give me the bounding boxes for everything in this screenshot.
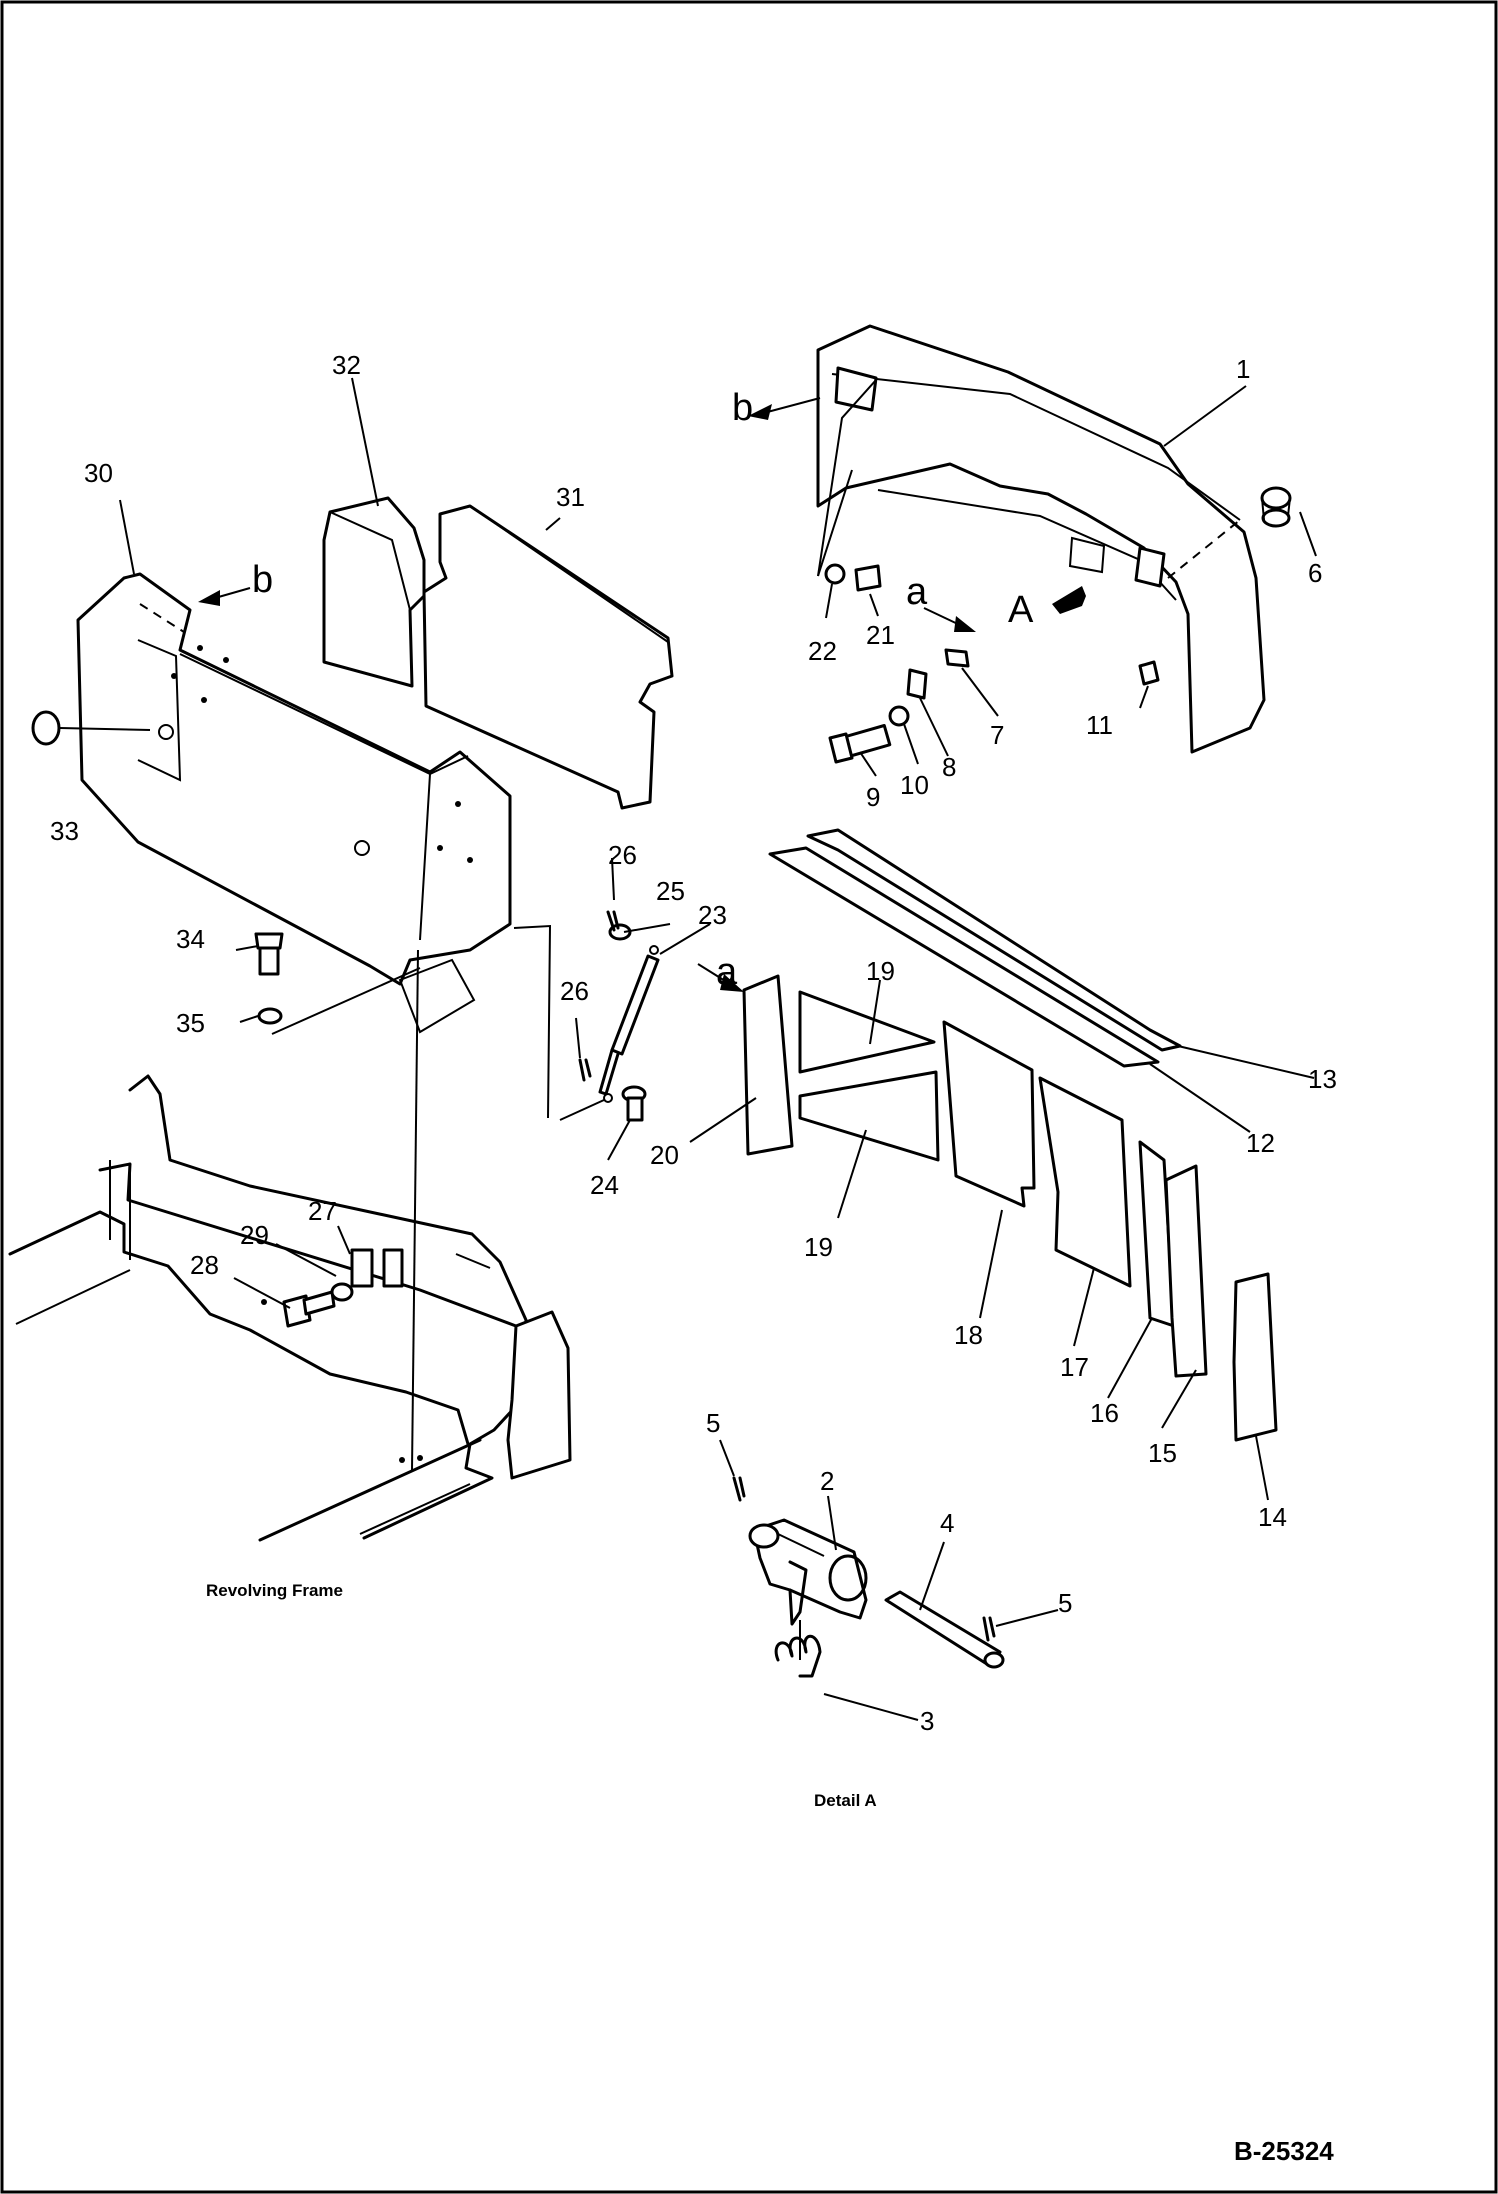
callout-10: 10 — [900, 770, 929, 800]
washer-part-22 — [824, 563, 846, 585]
drawing-code: B-25324 — [1234, 2136, 1334, 2166]
callout-labels: 1 2 3 4 5 5 6 7 8 9 10 11 12 13 14 15 16… — [50, 350, 1337, 1736]
view-letter-b-top: b — [732, 387, 753, 429]
callout-31: 31 — [556, 482, 585, 512]
callout-32: 32 — [332, 350, 361, 380]
callout-16: 16 — [1090, 1398, 1119, 1428]
callout-28: 28 — [190, 1250, 219, 1280]
view-letter-a-top: a — [906, 571, 928, 613]
callout-30: 30 — [84, 458, 113, 488]
callout-5a: 5 — [706, 1408, 720, 1438]
bracket-part-27 — [350, 1248, 404, 1288]
pad-part-15 — [1164, 1164, 1208, 1378]
callout-2: 2 — [820, 1466, 834, 1496]
callout-6: 6 — [1308, 558, 1322, 588]
callout-19b: 19 — [804, 1232, 833, 1262]
callout-17: 17 — [1060, 1352, 1089, 1382]
callout-25: 25 — [656, 876, 685, 906]
cotter-pin-part-5a — [732, 1476, 746, 1502]
callout-7: 7 — [990, 720, 1004, 750]
partition-part-30 — [76, 572, 512, 1034]
pin-part-24 — [621, 1085, 647, 1122]
view-letter-b-left: b — [252, 559, 273, 601]
pad-part-31 — [422, 504, 674, 810]
caption-revolving-frame: Revolving Frame — [206, 1581, 343, 1600]
bolt-part-28 — [282, 1290, 336, 1328]
pad-part-18 — [942, 1020, 1036, 1208]
washer-part-29 — [330, 1282, 354, 1302]
revolving-frame — [8, 1074, 572, 1542]
callout-19a: 19 — [866, 956, 895, 986]
callout-4: 4 — [940, 1508, 954, 1538]
spring-part-3 — [774, 1620, 822, 1678]
callout-9: 9 — [866, 782, 880, 812]
callout-21: 21 — [866, 620, 895, 650]
callout-11: 11 — [1086, 710, 1113, 740]
washer-part-35 — [257, 1007, 283, 1025]
washer-part-10 — [888, 705, 910, 727]
view-letter-detail-A: A — [1008, 589, 1034, 631]
connect-line-3 — [411, 949, 419, 1471]
cotter-pin-part-26a — [606, 910, 620, 932]
callout-13: 13 — [1308, 1064, 1337, 1094]
callout-26b: 26 — [560, 976, 589, 1006]
callout-14: 14 — [1258, 1502, 1287, 1532]
callout-20: 20 — [650, 1140, 679, 1170]
plate-part-20 — [742, 974, 794, 1156]
callout-1: 1 — [1236, 354, 1250, 384]
grommet-part-33 — [31, 710, 151, 746]
callout-34: 34 — [176, 924, 205, 954]
hardware-small-parts — [824, 563, 1160, 764]
leader-lines — [119, 377, 1317, 1721]
view-arrow-A — [1052, 586, 1086, 614]
cotter-pin-part-26b — [578, 1058, 592, 1082]
callout-22: 22 — [808, 636, 837, 666]
triangle-plate-part-19b — [798, 1070, 940, 1162]
callout-26a: 26 — [608, 840, 637, 870]
callout-18: 18 — [954, 1320, 983, 1350]
callout-33: 33 — [50, 816, 79, 846]
callout-24: 24 — [590, 1170, 619, 1200]
gas-spring-part-23 — [598, 945, 660, 1103]
callout-27: 27 — [308, 1196, 337, 1226]
bolt-part-21 — [854, 564, 882, 592]
latch-part-2 — [748, 1518, 868, 1626]
callout-23: 23 — [698, 900, 727, 930]
bolt-part-34 — [254, 932, 284, 976]
callout-12: 12 — [1246, 1128, 1275, 1158]
bracket-part-7 — [944, 648, 970, 668]
pad-part-14 — [1232, 1272, 1278, 1442]
stopper-part-6 — [1260, 486, 1292, 528]
pad-part-17 — [1038, 1076, 1132, 1288]
callout-35: 35 — [176, 1008, 205, 1038]
pin-part-4 — [884, 1590, 1005, 1669]
callout-8: 8 — [942, 752, 956, 782]
callout-5b: 5 — [1058, 1588, 1072, 1618]
connect-line-2 — [271, 967, 421, 1035]
view-letter-a-mid: a — [716, 951, 738, 993]
connect-line-1 — [513, 924, 552, 1119]
triangle-plate-part-19a — [798, 990, 936, 1074]
callout-3: 3 — [920, 1706, 934, 1736]
seal-part-12 — [768, 846, 1160, 1068]
clip-part-8 — [906, 668, 928, 700]
cotter-pin-part-5b — [982, 1616, 996, 1642]
hood-cover-part-1 — [816, 324, 1266, 754]
callout-15: 15 — [1148, 1438, 1177, 1468]
caption-detail-a: Detail A — [814, 1791, 877, 1810]
bolt-part-11 — [1138, 660, 1160, 686]
view-arrows — [198, 397, 1086, 992]
callout-29: 29 — [240, 1220, 269, 1250]
connect-line-4 — [559, 1099, 605, 1121]
pad-part-32 — [322, 496, 426, 688]
